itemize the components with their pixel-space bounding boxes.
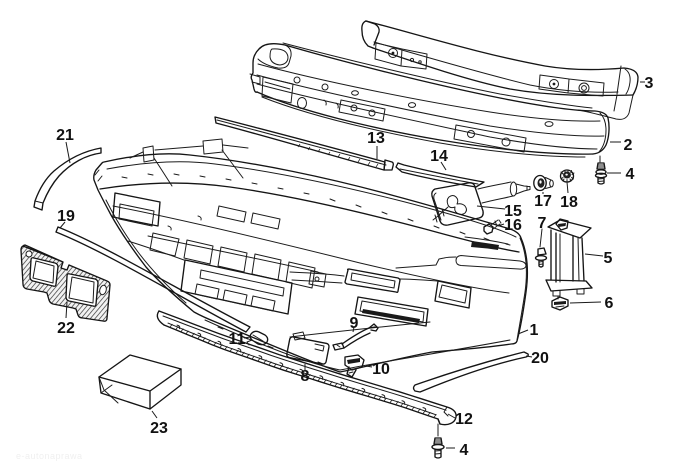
svg-text:7: 7 (538, 215, 547, 232)
svg-text:4: 4 (460, 442, 469, 459)
svg-text:17: 17 (534, 193, 552, 210)
svg-text:3: 3 (645, 75, 654, 92)
svg-text:6: 6 (605, 295, 614, 312)
svg-text:e-autonaprawa: e-autonaprawa (16, 451, 83, 461)
svg-text:4: 4 (626, 166, 635, 183)
svg-text:1: 1 (530, 322, 539, 339)
svg-text:16: 16 (504, 217, 522, 234)
svg-text:10: 10 (372, 361, 390, 378)
svg-text:12: 12 (455, 411, 473, 428)
svg-text:11: 11 (229, 331, 246, 348)
svg-text:22: 22 (57, 320, 75, 337)
svg-text:13: 13 (367, 130, 385, 147)
svg-text:14: 14 (430, 148, 448, 165)
svg-text:5: 5 (604, 250, 613, 267)
svg-text:23: 23 (150, 420, 168, 437)
svg-text:2: 2 (624, 137, 633, 154)
svg-text:9: 9 (350, 315, 359, 332)
svg-text:8: 8 (301, 368, 310, 385)
svg-text:21: 21 (56, 127, 74, 144)
svg-text:20: 20 (531, 350, 549, 367)
svg-text:18: 18 (560, 194, 578, 211)
svg-text:19: 19 (57, 208, 75, 225)
svg-text:15: 15 (504, 203, 522, 220)
